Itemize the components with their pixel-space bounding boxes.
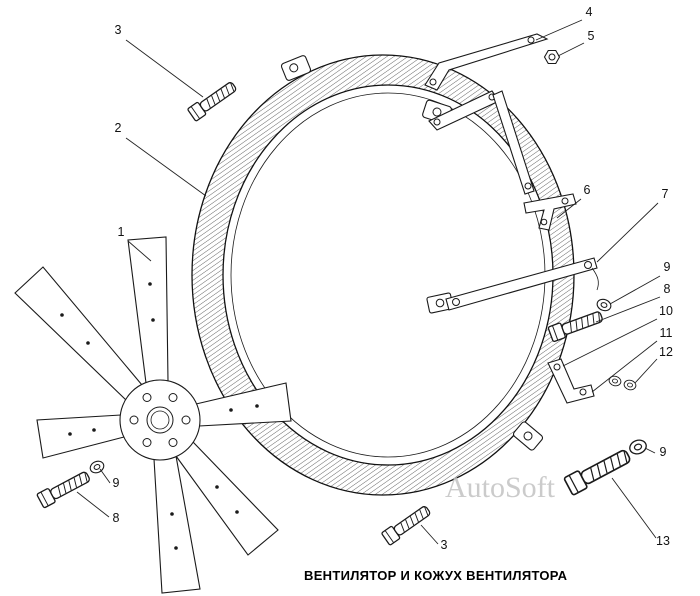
- caption: ВЕНТИЛЯТОР И КОЖУХ ВЕНТИЛЯТОРА: [304, 568, 568, 583]
- hub-bolt-hole: [142, 438, 152, 447]
- hub-bolt-hole: [168, 393, 178, 402]
- callout-number: 5: [588, 29, 595, 43]
- bracket-lower: [547, 358, 595, 404]
- tab-hole: [289, 63, 299, 73]
- callout-number: 12: [659, 345, 673, 359]
- hub-bolt-hole: [168, 438, 178, 447]
- callouts-layer: 3 4 5 2 6 7 1 9 8 10 11 12 9 13 9 8 3: [76, 5, 673, 552]
- rod-hook: [591, 267, 599, 291]
- fan-blade: [14, 266, 143, 401]
- bracket-hole: [527, 36, 535, 44]
- nut: [543, 49, 561, 65]
- long-bolt: [563, 445, 634, 497]
- callout-leader-line: [609, 275, 661, 305]
- shroud-tab-top: [280, 55, 312, 81]
- watermark: AutoSoft: [445, 471, 556, 504]
- callout-number: 4: [586, 5, 593, 19]
- bolt: [380, 502, 433, 547]
- callout-number: 2: [115, 121, 122, 135]
- stay-rod: [445, 257, 599, 311]
- callout-number: 9: [113, 476, 120, 490]
- callout-leader-line: [634, 358, 658, 384]
- bracket-hole: [579, 388, 587, 396]
- bolt: [36, 468, 93, 509]
- hub-bolt-hole: [142, 393, 152, 402]
- callout-number: 7: [662, 187, 669, 201]
- tab-hole: [435, 298, 445, 308]
- bracket-stay-leg: [492, 90, 535, 195]
- callout-leader-line: [125, 137, 207, 197]
- bracket-hole: [553, 363, 561, 371]
- callout-number: 3: [441, 538, 448, 552]
- washer: [607, 374, 623, 388]
- callout-number: 9: [664, 260, 671, 274]
- washer: [627, 437, 649, 457]
- callout-leader-line: [562, 318, 658, 367]
- washer: [594, 296, 614, 314]
- hub-bolt-hole: [181, 415, 191, 425]
- callout-leader-line: [595, 296, 661, 323]
- hub-bolt-hole: [129, 415, 139, 425]
- shroud-tab-lower-right: [512, 421, 544, 451]
- bracket-hole: [561, 197, 569, 205]
- bracket-hole: [429, 78, 437, 86]
- callout-number: 3: [115, 23, 122, 37]
- tab-hole: [432, 107, 442, 117]
- callout-number: 10: [659, 304, 673, 318]
- callout-leader-line: [596, 202, 659, 263]
- callout-number: 8: [664, 282, 671, 296]
- rod-hole: [584, 261, 592, 269]
- callout-leader-line: [125, 39, 204, 98]
- callout-leader-line: [591, 340, 658, 393]
- callout-number: 1: [118, 225, 125, 239]
- bracket-hole: [540, 218, 548, 226]
- fan-blade: [36, 414, 125, 459]
- callout-number: 6: [584, 183, 591, 197]
- callout-leader-line: [535, 19, 583, 41]
- bolt: [186, 78, 239, 123]
- callout-leader-line: [557, 42, 585, 57]
- washer: [622, 378, 638, 392]
- tab-hole: [523, 431, 533, 441]
- rod-hole: [452, 298, 460, 306]
- fan: [14, 236, 292, 594]
- callout-number: 8: [113, 511, 120, 525]
- bracket-side: [523, 193, 577, 231]
- callout-leader-line: [99, 468, 111, 484]
- callout-leader-line: [644, 447, 656, 454]
- bracket-top-strap: [424, 33, 549, 91]
- callout-number: 11: [660, 326, 673, 340]
- callout-leader-line: [611, 477, 657, 539]
- callout-number: 13: [656, 534, 670, 548]
- bracket-hole: [433, 118, 441, 126]
- callout-leader-line: [127, 240, 152, 262]
- callout-leader-line: [420, 524, 439, 545]
- callout-leader-line: [556, 198, 582, 219]
- callout-leader-line: [76, 491, 110, 518]
- fan-hub: [119, 379, 201, 461]
- bracket-hole: [524, 182, 532, 190]
- callout-number: 9: [660, 445, 667, 459]
